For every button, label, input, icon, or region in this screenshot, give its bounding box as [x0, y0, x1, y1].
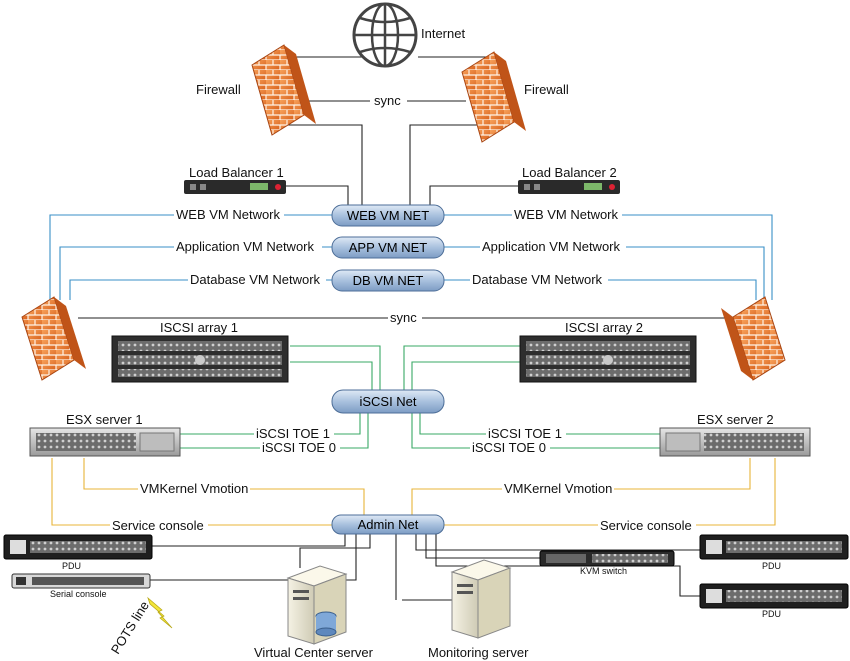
- web-vm-network-right-label: WEB VM Network: [514, 207, 619, 222]
- serial-console-icon: [11, 573, 151, 589]
- lightning-icon: [147, 596, 173, 629]
- service-console-right-label: Service console: [600, 518, 692, 533]
- sync-top-label: sync: [374, 93, 401, 108]
- pdu-left-label: PDU: [62, 561, 81, 571]
- pdu-right-2-label: PDU: [762, 609, 781, 619]
- load-balancer-2-icon: [518, 180, 620, 194]
- iscsi-toe1-left-label: iSCSI TOE 1: [256, 426, 330, 441]
- svg-text:WEB VM NET: WEB VM NET: [347, 208, 429, 223]
- db-vm-net-node: DB VM NET: [331, 269, 445, 292]
- firewall-top-left-icon: [251, 44, 316, 136]
- pots-line-label: POTS line: [108, 598, 152, 656]
- iscsi-toe0-left-label: iSCSI TOE 0: [262, 440, 336, 455]
- iscsi-array-1-icon: [111, 335, 289, 383]
- app-vm-network-left-label: Application VM Network: [176, 239, 314, 254]
- iscsi-array-2-icon: [519, 335, 697, 383]
- firewall-left-label: Firewall: [196, 82, 241, 97]
- app-vm-net-node: APP VM NET: [331, 236, 445, 259]
- iscsi-links: [180, 345, 660, 449]
- vmkernel-left-label: VMKernel Vmotion: [140, 481, 248, 496]
- esx-server-2-label: ESX server 2: [697, 412, 774, 427]
- iscsi-toe1-right-label: iSCSI TOE 1: [488, 426, 562, 441]
- esx-server-1-label: ESX server 1: [66, 412, 143, 427]
- kvm-switch-label: KVM switch: [580, 566, 627, 576]
- virtual-center-server-label: Virtual Center server: [254, 645, 374, 660]
- esx-server-2-icon: [659, 427, 811, 457]
- kvm-switch-icon: [539, 550, 675, 567]
- sync-mid-label: sync: [390, 310, 417, 325]
- web-vm-network-left-label: WEB VM Network: [176, 207, 281, 222]
- iscsi-array-1-label: ISCSI array 1: [160, 320, 238, 335]
- pdu-right-2-icon: [699, 583, 849, 609]
- pdu-right-1-label: PDU: [762, 561, 781, 571]
- svg-text:APP VM NET: APP VM NET: [349, 240, 428, 255]
- firewall-right-label: Firewall: [524, 82, 569, 97]
- iscsi-toe0-right-label: iSCSI TOE 0: [472, 440, 546, 455]
- service-console-left-label: Service console: [112, 518, 204, 533]
- admin-net-node: Admin Net: [331, 514, 445, 535]
- db-vm-network-left-label: Database VM Network: [190, 272, 321, 287]
- pdu-left-icon: [3, 534, 153, 560]
- svg-text:DB VM NET: DB VM NET: [353, 273, 424, 288]
- iscsi-array-2-label: ISCSI array 2: [565, 320, 643, 335]
- serial-console-label: Serial console: [50, 589, 107, 599]
- iscsi-net-node: iSCSI Net: [331, 389, 445, 414]
- load-balancer-2-label: Load Balancer 2: [522, 165, 617, 180]
- internet-label: Internet: [421, 26, 465, 41]
- internet-globe-icon: [352, 2, 418, 68]
- svg-text:Admin Net: Admin Net: [358, 517, 419, 532]
- firewall-top-right-icon: [461, 51, 526, 143]
- labels: Internet Firewall Firewall sync Load Bal…: [50, 26, 781, 660]
- monitoring-server-label: Monitoring server: [428, 645, 529, 660]
- load-balancer-1-label: Load Balancer 1: [189, 165, 284, 180]
- virtual-center-server-icon: [286, 565, 348, 645]
- vmkernel-right-label: VMKernel Vmotion: [504, 481, 612, 496]
- firewall-right-icon: [721, 296, 786, 381]
- load-balancer-1-icon: [184, 180, 286, 194]
- app-vm-network-right-label: Application VM Network: [482, 239, 620, 254]
- esx-server-1-icon: [29, 427, 181, 457]
- firewall-left-icon: [21, 296, 86, 381]
- pdu-right-1-icon: [699, 534, 849, 560]
- monitoring-server-icon: [450, 559, 512, 639]
- svg-text:iSCSI Net: iSCSI Net: [359, 394, 416, 409]
- web-vm-net-node: WEB VM NET: [331, 204, 445, 227]
- db-vm-network-right-label: Database VM Network: [472, 272, 603, 287]
